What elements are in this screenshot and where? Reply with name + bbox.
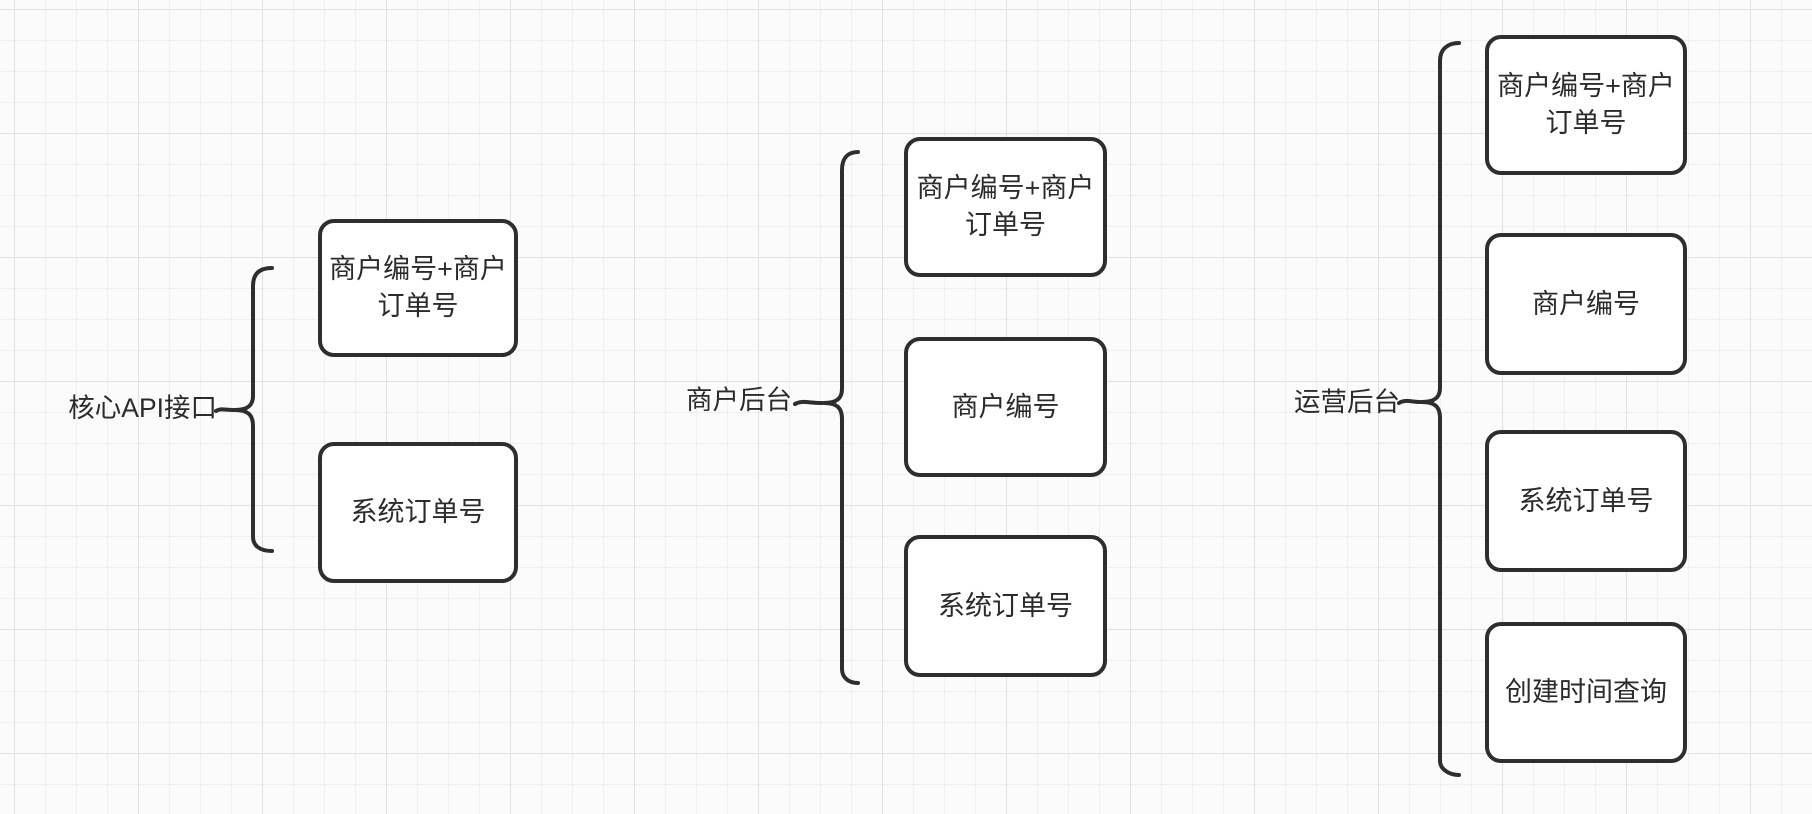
box-system-order-no-1[interactable]: 系统订单号 (318, 442, 518, 583)
box-creation-time-query[interactable]: 创建时间查询 (1485, 622, 1687, 763)
box-label: 商户编号 (951, 391, 1060, 422)
box-label: 系统订单号 (938, 590, 1073, 621)
box-merchant-id-order-no-3[interactable]: 商户编号+商户订单号 (1485, 35, 1687, 175)
box-merchant-id-order-no-2[interactable]: 商户编号+商户订单号 (904, 137, 1107, 277)
brace-connector-line (1397, 398, 1422, 405)
box-label: 商户编号+商户订单号 (1497, 71, 1675, 138)
box-merchant-id-2[interactable]: 商户编号 (904, 337, 1107, 477)
group-label-operations-backend[interactable]: 运营后台 (1294, 387, 1400, 417)
box-label: 系统订单号 (1518, 485, 1654, 516)
brace-core-api[interactable] (213, 260, 277, 558)
group-label-merchant-backend[interactable]: 商户后台 (686, 385, 792, 415)
box-label: 系统订单号 (350, 497, 486, 527)
brace-shape (233, 266, 274, 553)
box-label: 商户编号 (1532, 288, 1640, 319)
box-system-order-no-3[interactable]: 系统订单号 (1485, 430, 1687, 572)
box-merchant-id-order-no-1[interactable]: 商户编号+商户订单号 (318, 219, 518, 357)
box-merchant-id-3[interactable]: 商户编号 (1485, 233, 1687, 375)
box-label: 商户编号+商户订单号 (916, 173, 1095, 240)
brace-connector-line (793, 399, 824, 406)
box-label: 创建时间查询 (1505, 677, 1667, 707)
brace-shape (822, 150, 860, 685)
brace-operations-backend[interactable] (1393, 36, 1465, 782)
brace-shape (1420, 41, 1461, 777)
brace-connector-line (214, 407, 235, 413)
box-system-order-no-2[interactable]: 系统订单号 (904, 535, 1107, 677)
brace-merchant-backend[interactable] (788, 146, 866, 692)
box-label: 商户编号+商户订单号 (329, 254, 507, 321)
group-label-core-api[interactable]: 核心API接口 (68, 393, 217, 423)
